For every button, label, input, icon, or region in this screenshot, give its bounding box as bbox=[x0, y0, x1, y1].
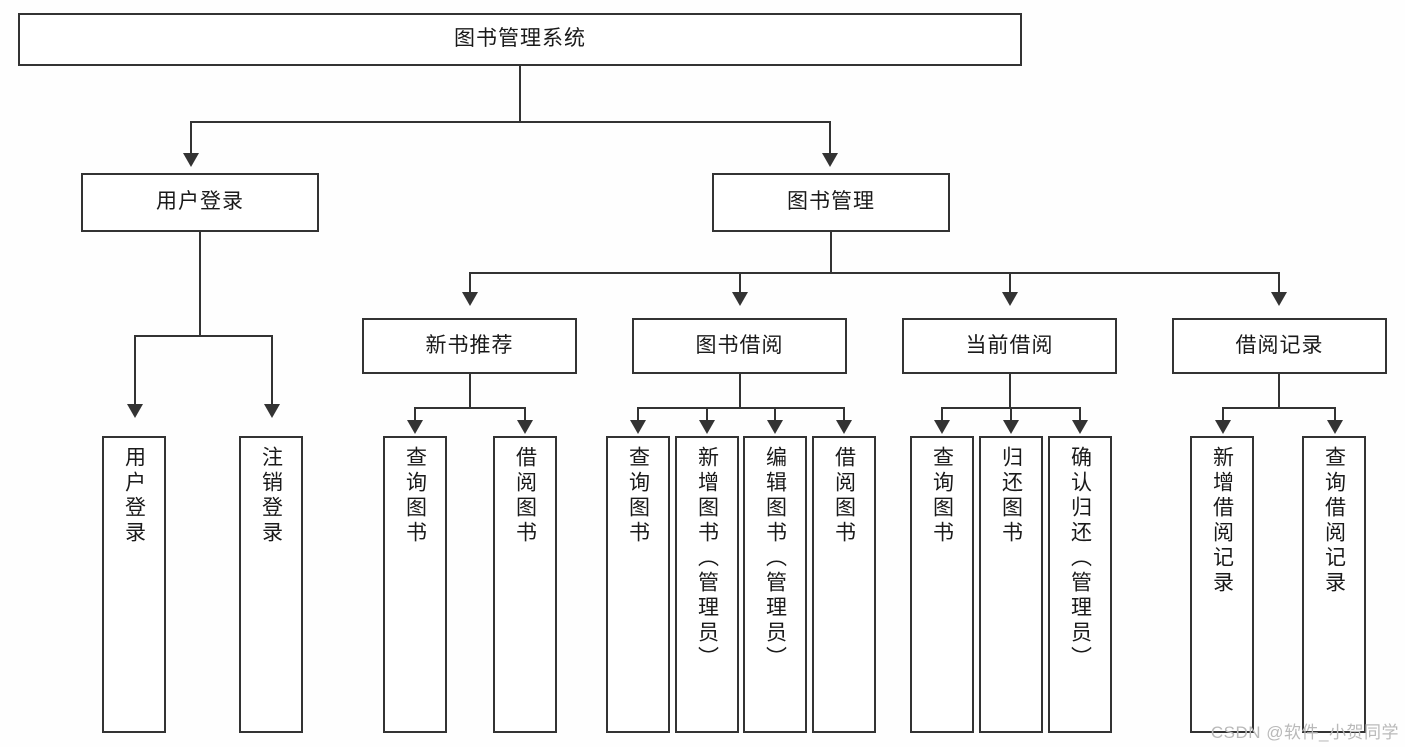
edge-currentborrow-to-leaf-1 bbox=[941, 407, 943, 423]
arrowhead-currentborrow-leaf-2 bbox=[1003, 420, 1019, 434]
edge-root-to-login bbox=[190, 121, 192, 157]
leaf-currentborrow-confirm-return-admin[interactable]: 确认归还（管理员） bbox=[1048, 436, 1112, 733]
edge-bookborrow-to-leaf-3 bbox=[774, 407, 776, 423]
node-label: 当前借阅 bbox=[965, 333, 1054, 357]
edge-bookmgmt-to-current-borrow bbox=[1009, 272, 1011, 296]
watermark: CSDN @软件_小贺同学 bbox=[1210, 723, 1399, 742]
edge-login-to-leaf-1 bbox=[134, 335, 136, 407]
edge-bookborrow-stem bbox=[739, 374, 741, 408]
edge-bookmgmt-to-new-book bbox=[469, 272, 471, 296]
edge-borrowrecord-to-leaf-1 bbox=[1222, 407, 1224, 423]
node-label: 借阅图书 bbox=[513, 446, 537, 546]
arrowhead-login-leaf-1 bbox=[127, 404, 143, 418]
arrowhead-to-book-borrow bbox=[732, 292, 748, 306]
node-label: 新增图书（管理员） bbox=[695, 446, 719, 671]
node-label: 图书管理系统 bbox=[454, 27, 586, 51]
node-label: 查询图书 bbox=[930, 446, 954, 546]
arrowhead-to-new-book-recommend bbox=[462, 292, 478, 306]
node-label: 新书推荐 bbox=[425, 333, 514, 357]
edge-currentborrow-to-leaf-2 bbox=[1010, 407, 1012, 423]
edge-bookborrow-to-leaf-4 bbox=[843, 407, 845, 423]
arrowhead-borrowrecord-leaf-2 bbox=[1327, 420, 1343, 434]
node-label: 编辑图书（管理员） bbox=[763, 446, 787, 671]
edge-root-to-bookmgmt bbox=[829, 121, 831, 157]
arrowhead-to-borrow-record bbox=[1271, 292, 1287, 306]
arrowhead-to-current-borrow bbox=[1002, 292, 1018, 306]
node-book-borrow[interactable]: 图书借阅 bbox=[632, 318, 847, 374]
node-new-book-recommend[interactable]: 新书推荐 bbox=[362, 318, 577, 374]
arrowhead-to-user-login bbox=[183, 153, 199, 167]
leaf-bookborrow-query-book[interactable]: 查询图书 bbox=[606, 436, 670, 733]
edge-newbook-to-leaf-1 bbox=[414, 407, 416, 423]
leaf-bookborrow-add-book-admin[interactable]: 新增图书（管理员） bbox=[675, 436, 739, 733]
node-label: 借阅图书 bbox=[832, 446, 856, 546]
edge-bookborrow-bus bbox=[637, 407, 845, 409]
node-label: 用户登录 bbox=[122, 446, 146, 546]
arrowhead-currentborrow-leaf-1 bbox=[934, 420, 950, 434]
node-label: 图书借阅 bbox=[695, 333, 784, 357]
edge-borrowrecord-bus bbox=[1222, 407, 1336, 409]
edge-bookborrow-to-leaf-2 bbox=[706, 407, 708, 423]
node-label: 注销登录 bbox=[259, 446, 283, 546]
arrowhead-bookborrow-leaf-3 bbox=[767, 420, 783, 434]
leaf-user-login[interactable]: 用户登录 bbox=[102, 436, 166, 733]
arrowhead-bookborrow-leaf-1 bbox=[630, 420, 646, 434]
edge-login-stem bbox=[199, 232, 201, 336]
edge-currentborrow-stem bbox=[1009, 374, 1011, 408]
leaf-logout-login[interactable]: 注销登录 bbox=[239, 436, 303, 733]
node-root-system[interactable]: 图书管理系统 bbox=[18, 13, 1022, 66]
leaf-currentborrow-return-book[interactable]: 归还图书 bbox=[979, 436, 1043, 733]
node-book-management[interactable]: 图书管理 bbox=[712, 173, 950, 232]
leaf-borrowrecord-query-record[interactable]: 查询借阅记录 bbox=[1302, 436, 1366, 733]
leaf-currentborrow-query-book[interactable]: 查询图书 bbox=[910, 436, 974, 733]
edge-newbook-bus bbox=[414, 407, 526, 409]
arrowhead-login-leaf-2 bbox=[264, 404, 280, 418]
node-label: 借阅记录 bbox=[1235, 333, 1324, 357]
node-label: 查询借阅记录 bbox=[1322, 446, 1346, 596]
arrowhead-bookborrow-leaf-4 bbox=[836, 420, 852, 434]
arrowhead-to-book-management bbox=[822, 153, 838, 167]
edge-currentborrow-to-leaf-3 bbox=[1079, 407, 1081, 423]
arrowhead-borrowrecord-leaf-1 bbox=[1215, 420, 1231, 434]
leaf-newbook-borrow-book[interactable]: 借阅图书 bbox=[493, 436, 557, 733]
node-label: 新增借阅记录 bbox=[1210, 446, 1234, 596]
leaf-borrowrecord-add-record[interactable]: 新增借阅记录 bbox=[1190, 436, 1254, 733]
edge-borrowrecord-to-leaf-2 bbox=[1334, 407, 1336, 423]
leaf-bookborrow-borrow-book[interactable]: 借阅图书 bbox=[812, 436, 876, 733]
edge-bookborrow-to-leaf-1 bbox=[637, 407, 639, 423]
node-label: 确认归还（管理员） bbox=[1068, 446, 1092, 671]
edge-bookmgmt-stem bbox=[830, 232, 832, 274]
edge-root-stem bbox=[519, 66, 521, 122]
edge-root-bus bbox=[190, 121, 831, 123]
node-label: 查询图书 bbox=[403, 446, 427, 546]
edge-bookmgmt-to-book-borrow bbox=[739, 272, 741, 296]
edge-borrowrecord-stem bbox=[1278, 374, 1280, 408]
node-label: 图书管理 bbox=[787, 190, 875, 214]
node-borrow-record[interactable]: 借阅记录 bbox=[1172, 318, 1387, 374]
arrowhead-newbook-leaf-1 bbox=[407, 420, 423, 434]
arrowhead-newbook-leaf-2 bbox=[517, 420, 533, 434]
edge-login-bus bbox=[134, 335, 273, 337]
node-user-login[interactable]: 用户登录 bbox=[81, 173, 319, 232]
edge-bookmgmt-to-borrow-record bbox=[1278, 272, 1280, 296]
arrowhead-bookborrow-leaf-2 bbox=[699, 420, 715, 434]
node-current-borrow[interactable]: 当前借阅 bbox=[902, 318, 1117, 374]
arrowhead-currentborrow-leaf-3 bbox=[1072, 420, 1088, 434]
leaf-newbook-query-book[interactable]: 查询图书 bbox=[383, 436, 447, 733]
edge-newbook-stem bbox=[469, 374, 471, 408]
node-label: 查询图书 bbox=[626, 446, 650, 546]
edge-newbook-to-leaf-2 bbox=[524, 407, 526, 423]
leaf-bookborrow-edit-book-admin[interactable]: 编辑图书（管理员） bbox=[743, 436, 807, 733]
edge-bookmgmt-bus bbox=[469, 272, 1279, 274]
node-label: 归还图书 bbox=[999, 446, 1023, 546]
node-label: 用户登录 bbox=[156, 190, 244, 214]
edge-login-to-leaf-2 bbox=[271, 335, 273, 407]
